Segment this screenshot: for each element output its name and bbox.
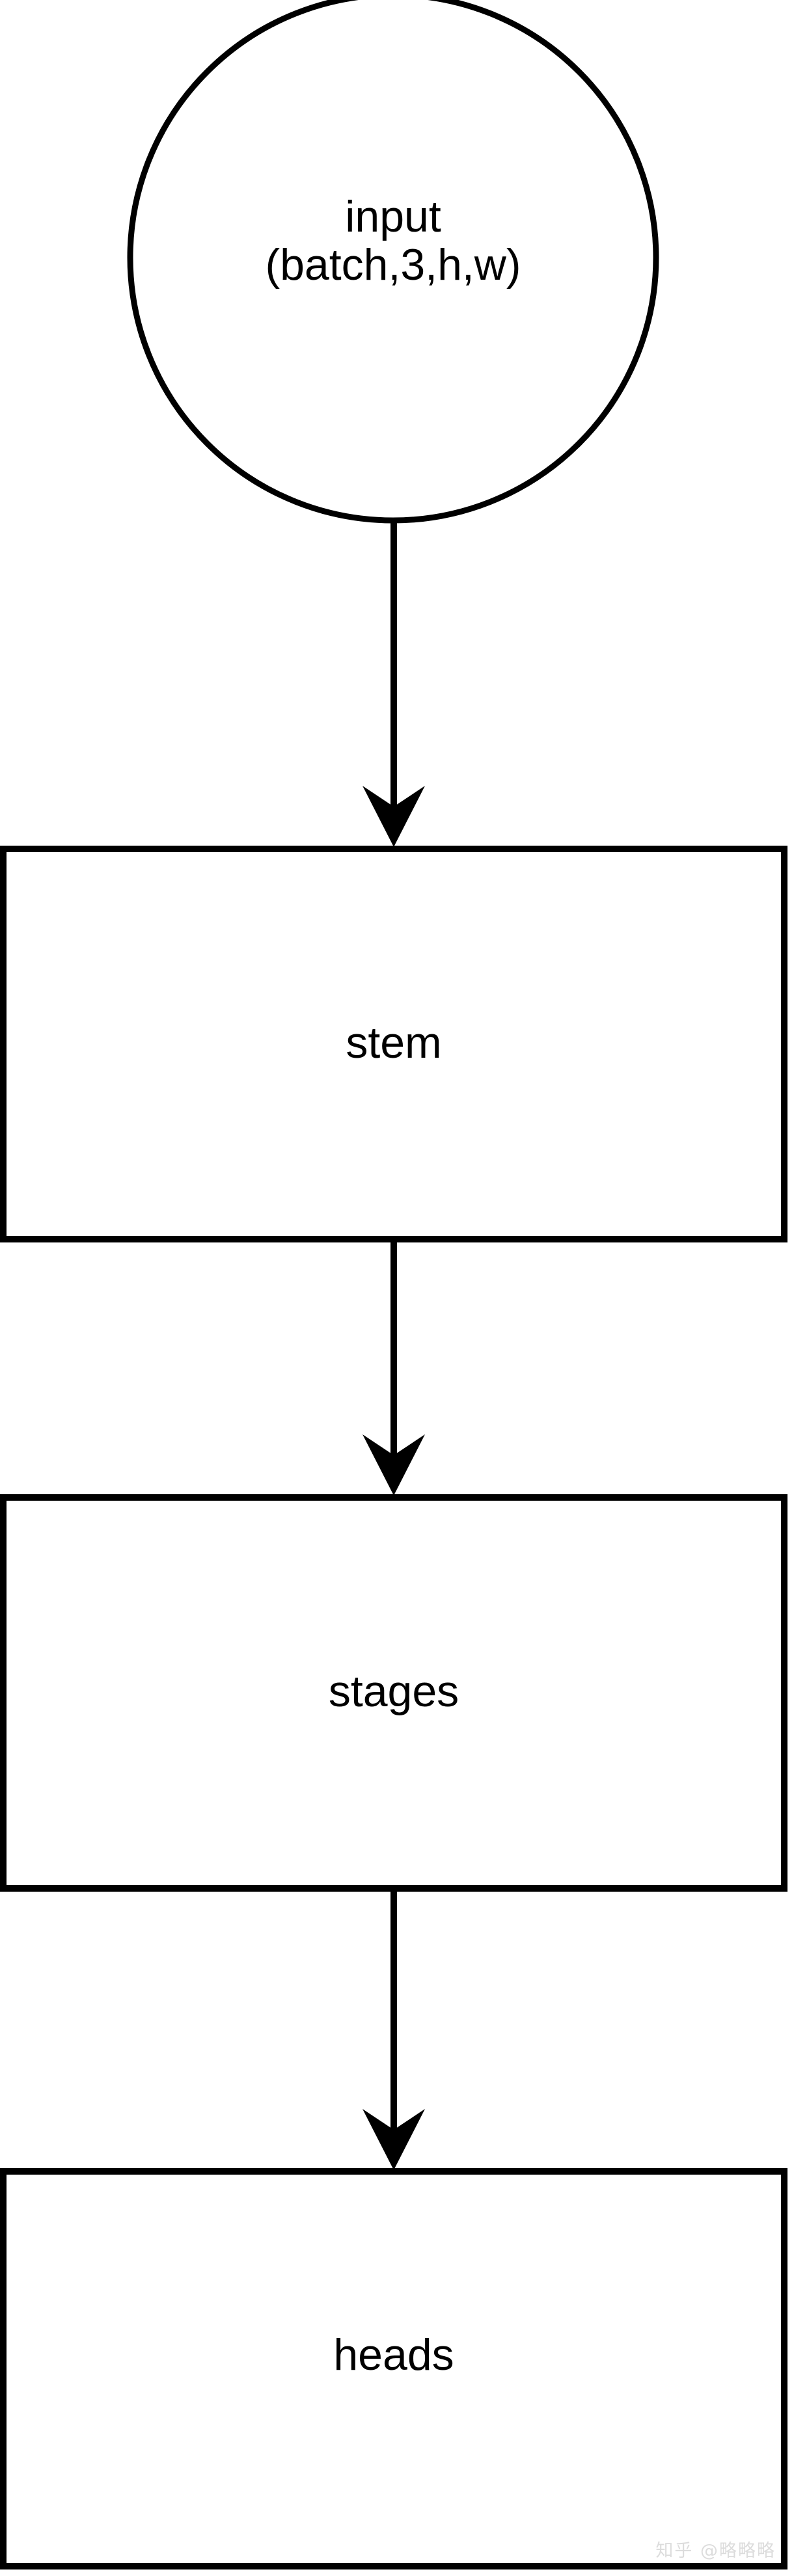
node-stages-label: stages [329, 1667, 459, 1716]
edge-stem-stages [363, 1239, 425, 1496]
edge-input-stem-arrowhead [363, 786, 425, 847]
node-heads[interactable]: heads [0, 2168, 787, 2569]
node-stem-label: stem [346, 1018, 441, 1067]
watermark: 知乎 @略略略 [655, 2541, 776, 2561]
edge-input-stem [363, 520, 425, 847]
edge-stages-heads-arrowhead [363, 2109, 425, 2170]
node-input-label-line2: (batch,3,h,w) [265, 240, 521, 289]
edge-stem-stages-arrowhead [363, 1434, 425, 1496]
edge-stages-heads [363, 1888, 425, 2170]
node-heads-shape[interactable] [0, 2168, 787, 2569]
node-stem[interactable]: stem [0, 846, 787, 1242]
node-heads-label: heads [333, 2330, 454, 2380]
node-stages-shape[interactable] [0, 1494, 787, 1892]
node-stem-shape[interactable] [0, 846, 787, 1242]
node-input-label-line1: input [345, 192, 441, 241]
node-input-shape[interactable] [127, 0, 659, 524]
node-input[interactable]: input (batch,3,h,w) [127, 0, 659, 524]
node-stages[interactable]: stages [0, 1494, 787, 1892]
